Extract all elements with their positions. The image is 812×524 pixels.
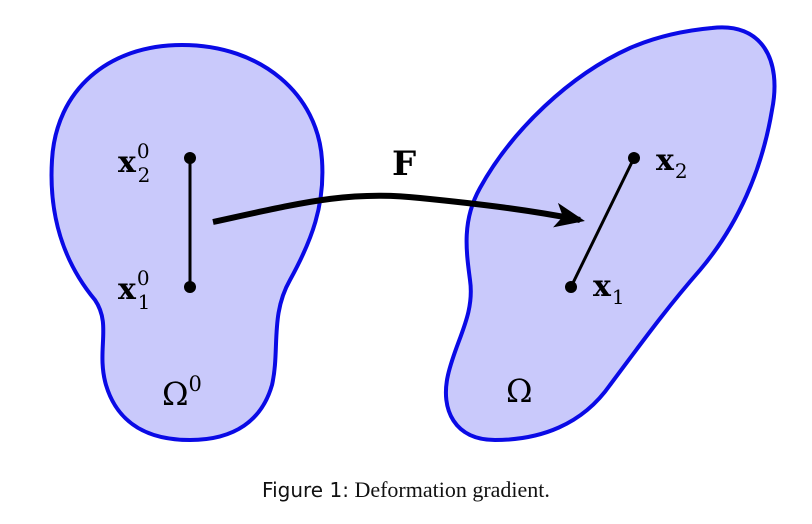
left-region-label: Ω0 <box>162 372 202 413</box>
left-point-x1-0 <box>184 281 196 293</box>
caption-label: Figure 1: <box>262 478 349 502</box>
map-label: F <box>392 144 416 184</box>
right-point-x2 <box>628 152 640 164</box>
right-region-shape <box>443 25 777 443</box>
label-x1: x1 <box>593 269 625 309</box>
mapping-arrow <box>212 192 585 228</box>
figure-caption: Figure 1: Deformation gradient. <box>0 477 812 503</box>
caption-text: Deformation gradient. <box>348 477 550 502</box>
left-region-shape <box>49 42 325 443</box>
right-segment <box>569 157 636 288</box>
label-x2: x2 <box>656 143 688 183</box>
right-region-label: Ω <box>506 372 533 410</box>
right-point-x1 <box>565 281 577 293</box>
left-point-x2-0 <box>184 152 196 164</box>
